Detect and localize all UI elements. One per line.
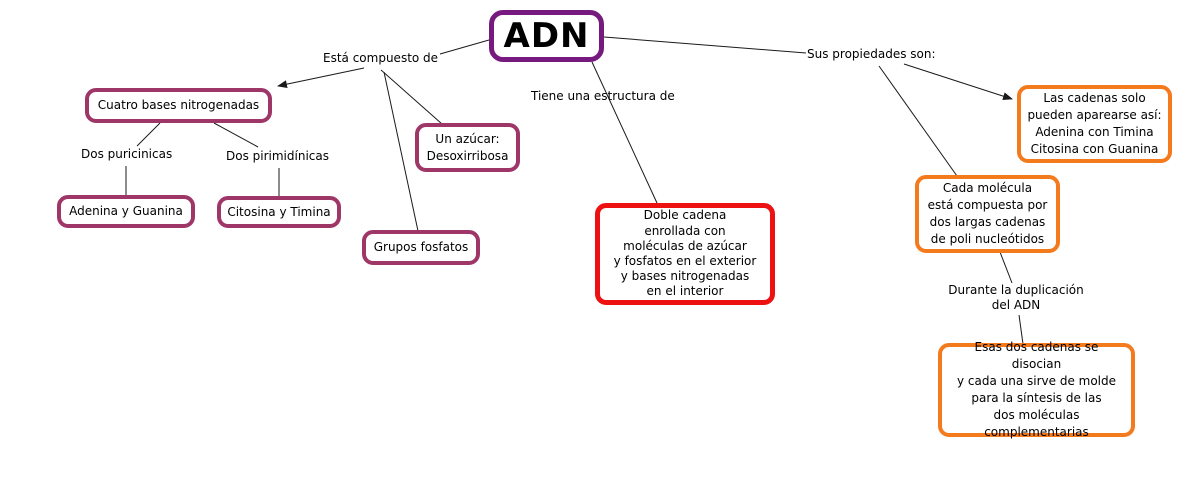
connector-adn-doble-cadena (591, 61, 658, 204)
connector-cada-molecula-durante (999, 251, 1013, 284)
edge-label-dos-pirimidinicas: Dos pirimidínicas (226, 149, 329, 163)
connector-esta-compuesto-un-azucar (380, 69, 443, 125)
connector-sus-propiedades-cada-molecula (878, 65, 958, 177)
node-las-cadenas-apareamiento: Las cadenas solo pueden aparearse así: A… (1017, 85, 1172, 163)
connector-sus-propiedades-las-cadenas (903, 63, 1013, 101)
edge-label-sus-propiedades-son: Sus propiedades son: (807, 47, 936, 61)
connector-cuatro-bases-dos-puricinicas (136, 122, 161, 147)
edge-label-tiene-una-estructura-de: Tiene una estructura de (531, 89, 675, 103)
connector-adn-sus-propiedades (603, 36, 807, 54)
node-grupos-fosfatos: Grupos fosfatos (362, 230, 480, 265)
node-doble-cadena-estructura: Doble cadena enrollada con moléculas de … (595, 203, 775, 305)
node-cada-molecula: Cada molécula está compuesta por dos lar… (915, 175, 1060, 253)
connector-cuatro-bases-dos-pirimidinicas (213, 122, 259, 148)
node-cuatro-bases-nitrogenadas: Cuatro bases nitrogenadas (85, 88, 272, 123)
edge-label-esta-compuesto-de: Está compuesto de (323, 51, 439, 65)
edge-label-durante-la-duplicacion: Durante la duplicación del ADN (948, 283, 1084, 312)
node-esas-dos-cadenas: Esas dos cadenas se disocian y cada una … (938, 340, 1135, 439)
connector-esta-compuesto-cuatro-bases (277, 67, 365, 89)
node-adenina-y-guanina: Adenina y Guanina (57, 195, 195, 228)
connector-durante-esas-cadenas (1018, 314, 1024, 345)
node-un-azucar-desoxirribosa: Un azúcar: Desoxirribosa (415, 123, 520, 172)
connector-adn-esta-compuesto (439, 39, 490, 55)
node-adn: ADN (489, 10, 604, 62)
edge-label-dos-puricinicas: Dos puricinicas (81, 147, 173, 161)
node-citosina-y-timina: Citosina y Timina (217, 196, 341, 228)
connector-esta-compuesto-grupos-fosfatos (383, 71, 419, 232)
